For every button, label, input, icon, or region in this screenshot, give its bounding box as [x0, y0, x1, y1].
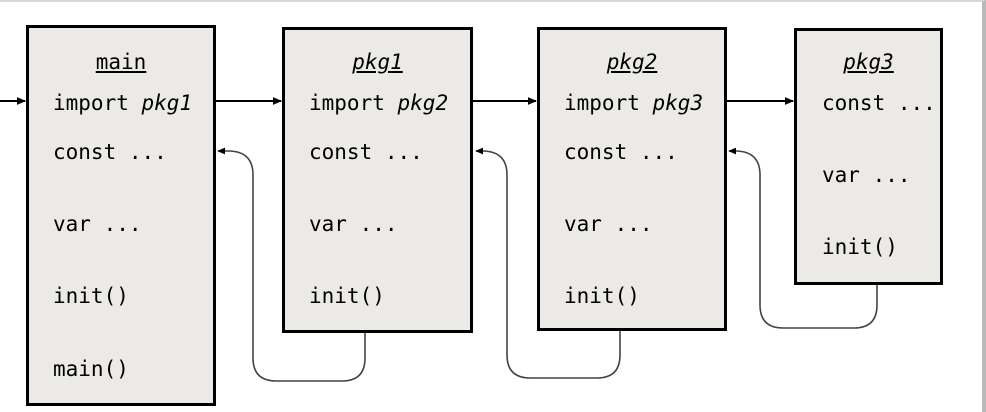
package-line-text: init() — [564, 284, 640, 308]
package-line-pkg3-const: const ... — [822, 91, 936, 115]
package-line-text: init() — [53, 284, 129, 308]
package-box-pkg1[interactable]: pkg1 import pkg2 const ... var ... init(… — [282, 27, 473, 333]
package-line-pkg1-const: const ... — [309, 140, 423, 164]
package-line-pkg1-import: import pkg2 — [309, 91, 448, 115]
package-line-text: import — [53, 91, 142, 115]
package-line-pkg2-init: init() — [564, 284, 640, 308]
package-line-text: const ... — [309, 140, 423, 164]
edge-pkg1-return-main — [217, 147, 366, 382]
package-title-pkg2: pkg2 — [606, 50, 658, 74]
package-line-pkg2-var: var ... — [564, 212, 653, 236]
package-line-text: main() — [53, 357, 129, 381]
package-line-text: init() — [309, 284, 385, 308]
package-line-text: init() — [822, 235, 898, 259]
package-line-pkg1-init: init() — [309, 284, 385, 308]
package-line-text: var ... — [53, 212, 142, 236]
edge-pkg3-return-pkg2 — [728, 147, 878, 329]
package-line-text: var ... — [822, 163, 911, 187]
package-line-text: var ... — [309, 212, 398, 236]
package-line-emphasis: pkg1 — [141, 91, 193, 115]
package-line-pkg1-var: var ... — [309, 212, 398, 236]
package-line-main-var: var ... — [53, 212, 142, 236]
package-box-main[interactable]: main import pkg1 const ... var ... init(… — [26, 25, 216, 406]
package-line-text: const ... — [53, 140, 167, 164]
edge-pkg2-return-pkg1 — [475, 147, 621, 379]
package-title-pkg1: pkg1 — [352, 50, 403, 74]
package-line-main-import: import pkg1 — [53, 91, 192, 115]
package-line-pkg2-const: const ... — [564, 140, 678, 164]
package-box-pkg2[interactable]: pkg2 import pkg3 const ... var ... init(… — [537, 27, 727, 331]
package-line-text: const ... — [822, 91, 936, 115]
package-line-pkg2-import: import pkg3 — [564, 91, 703, 115]
package-title-pkg3: pkg3 — [843, 50, 894, 74]
package-line-text: import — [309, 91, 398, 115]
package-title-main: main — [95, 50, 147, 74]
package-line-text: import — [564, 91, 653, 115]
package-line-emphasis: pkg3 — [652, 91, 704, 115]
package-line-pkg3-init: init() — [822, 235, 898, 259]
package-line-emphasis: pkg2 — [397, 91, 449, 115]
package-line-text: const ... — [564, 140, 678, 164]
package-line-pkg3-var: var ... — [822, 163, 911, 187]
package-box-pkg3[interactable]: pkg3 const ... var ... init() — [794, 28, 943, 285]
package-line-main-init: init() — [53, 284, 129, 308]
package-line-main-const: const ... — [53, 140, 167, 164]
package-line-main-main: main() — [53, 357, 129, 381]
package-line-text: var ... — [564, 212, 653, 236]
